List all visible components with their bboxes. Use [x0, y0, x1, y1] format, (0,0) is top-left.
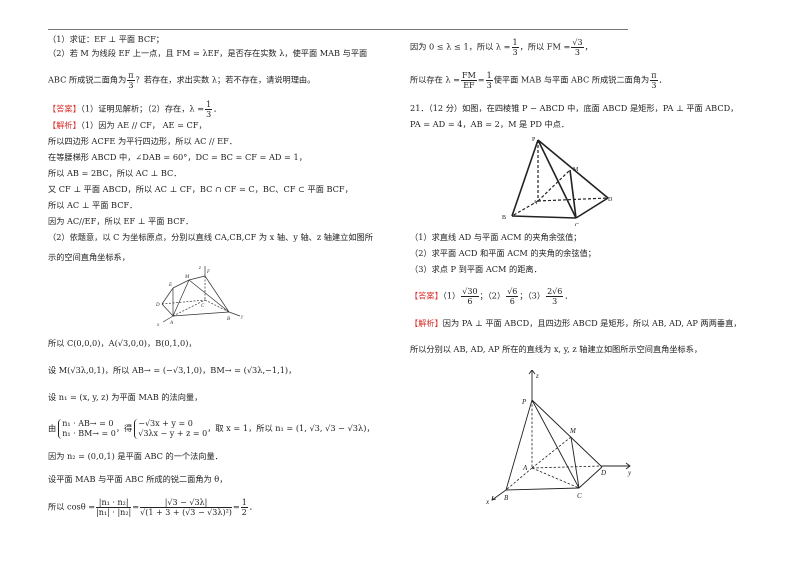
fraction: |n₁ · n₂||n₁| · |n₂|	[96, 498, 132, 517]
analysis-line-0: 【解析】（1）因为 AE // CF， AE = CF，	[48, 120, 207, 131]
question-part-2: （2）若 M 为线段 EF 上一点，且 FM = λEF，是否存在实数 λ，使平…	[48, 48, 368, 58]
fraction: |√3 − √3λ|√(1 + 3 + (√3 − √3λ)²)	[140, 498, 232, 517]
analysis-line-4: 又 CF ⊥ 平面 ABCD，所以 AC ⊥ CF，BC ∩ CF = C，BC…	[48, 184, 353, 194]
text: 因为 PA ⊥ 平面 ABCD，且四边形 ABCD 是矩形，所以 AB, AD,…	[442, 318, 742, 328]
text: 所以存在 λ =	[410, 74, 461, 85]
q21-part-3: （3）求点 P 到平面 ACM 的距离．	[410, 264, 542, 274]
svg-text:C: C	[201, 304, 205, 309]
svg-text:P: P	[521, 398, 527, 406]
text: 使平面 MAB 与平面 ABC 所成锐二面角为	[493, 74, 650, 85]
text: 因为 0 ≤ λ ≤ 1，所以 λ =	[410, 41, 511, 52]
analysis-tag: 【解析】	[48, 120, 81, 130]
answer-tag: 【答案】	[48, 103, 81, 114]
svg-text:A: A	[169, 321, 174, 326]
svg-text:F: F	[206, 270, 211, 275]
figure-pyramid: P M A B C D	[502, 137, 613, 226]
text: ，所以 FM =	[519, 41, 571, 52]
n2-line: 因为 n₂ = (0,0,1) 是平面 ABC 的一个法向量．	[48, 451, 223, 461]
text: ；（3）	[519, 290, 546, 301]
svg-text:z: z	[535, 372, 539, 380]
svg-text:C: C	[577, 492, 582, 500]
svg-text:D: D	[600, 469, 606, 477]
text: （1）	[442, 290, 461, 301]
analysis-line-7: （2）依题意，以 C 为坐标原点，分别以直线 CA,CB,CF 为 x 轴、y …	[48, 232, 373, 242]
coords-line: 所以 C(0,0,0)，A(√3,0,0)，B(0,1,0)，	[48, 338, 197, 348]
text: ？若存在，求出实数 λ；若不存在，请说明理由。	[135, 74, 316, 85]
svg-text:M: M	[573, 167, 579, 173]
answer-tag: 【答案】	[410, 290, 443, 301]
q21-line-2: PA = AD = 4，AB = 2，M 是 PD 中点．	[410, 119, 570, 129]
svg-text:C: C	[575, 223, 579, 226]
analysis-tag: 【解析】	[410, 318, 443, 328]
svg-text:M: M	[569, 427, 577, 435]
analysis-line-3: 所以 AB = 2BC，所以 AC ⊥ BC．	[48, 168, 182, 178]
question-part-1: （1）求证：EF ⊥ 平面 BCF；	[48, 34, 164, 44]
analysis-line-5: 所以 AC ⊥ 平面 BCF．	[48, 200, 138, 210]
svg-text:D: D	[155, 303, 160, 308]
analysis-line-6: 因为 AC//EF，所以 EF ⊥ 平面 BCF．	[48, 216, 194, 226]
svg-text:z: z	[198, 266, 201, 271]
svg-text:y: y	[627, 469, 632, 477]
result-brace: −√3x + y = 0√3λx − y + z = 0	[134, 419, 207, 439]
q21-analysis-line-1: 【解析】因为 PA ⊥ 平面 ABCD，且四边形 ABCD 是矩形，所以 AB,…	[410, 318, 741, 329]
svg-text:x: x	[485, 498, 490, 505]
text: （1）因为 AE // CF， AE = CF，	[80, 120, 207, 130]
q21-line-1: 21．（12 分）如图，在四棱锥 P − ABCD 中，底面 ABCD 是矩形，…	[410, 103, 739, 113]
figure-prism-coordinate: zF M E D C A Bx y	[155, 266, 244, 328]
analysis-line-2: 在等腰梯形 ABCD 中，∠DAB = 60°，DC = BC = CF = A…	[48, 152, 307, 162]
q21-part-2: （2）求平面 ACD 和平面 ACM 的夹角的余弦值；	[410, 248, 596, 258]
text: ，取 x = 1，所以 n₁ = (1, √3, √3 − √3λ)，	[207, 423, 375, 433]
svg-text:B: B	[502, 215, 506, 221]
answer-text: （1）证明见解析；（2）存在，λ =	[80, 103, 205, 114]
set-m-line: 设 M(√3λ,0,1)，所以 AB→ = (−√3,1,0)，BM→ = (√…	[48, 365, 297, 375]
theta-line: 设平面 MAB 与平面 ABC 所成的锐二面角为 θ，	[48, 474, 228, 484]
text: ABC 所成锐二面角为	[48, 74, 127, 85]
text: ，得	[115, 423, 133, 433]
svg-text:B: B	[227, 317, 230, 322]
svg-text:A: A	[522, 464, 528, 472]
svg-text:B: B	[504, 494, 509, 502]
q21-part-1: （1）求直线 AD 与平面 ACM 的夹角余弦值；	[410, 232, 582, 242]
analysis-line-1: 所以四边形 ACFE 为平行四边形，所以 AC // EF．	[48, 136, 238, 146]
svg-text:x: x	[156, 323, 160, 328]
text: ；（2）	[479, 290, 506, 301]
text: 由	[48, 423, 57, 433]
text: 所以 cosθ =	[48, 501, 96, 512]
svg-text:M: M	[184, 275, 190, 280]
svg-text:y: y	[240, 315, 244, 320]
q21-analysis-line-2: 所以分别以 AB, AD, AP 所在的直线为 x, y, z 轴建立如图所示空…	[410, 344, 703, 354]
normal-vector-line: 设 n₁ = (x, y, z) 为平面 MAB 的法向量，	[48, 392, 203, 402]
cos-line: 所以 cosθ =|n₁ · n₂||n₁| · |n₂|=|√3 − √3λ|…	[48, 498, 258, 517]
svg-text:E: E	[168, 283, 172, 288]
svg-text:P: P	[532, 137, 536, 143]
svg-text:D: D	[608, 197, 613, 203]
svg-text:A: A	[533, 200, 538, 206]
header-rule	[48, 29, 628, 30]
analysis-line-8: 示的空间直角坐标系，	[48, 252, 130, 262]
